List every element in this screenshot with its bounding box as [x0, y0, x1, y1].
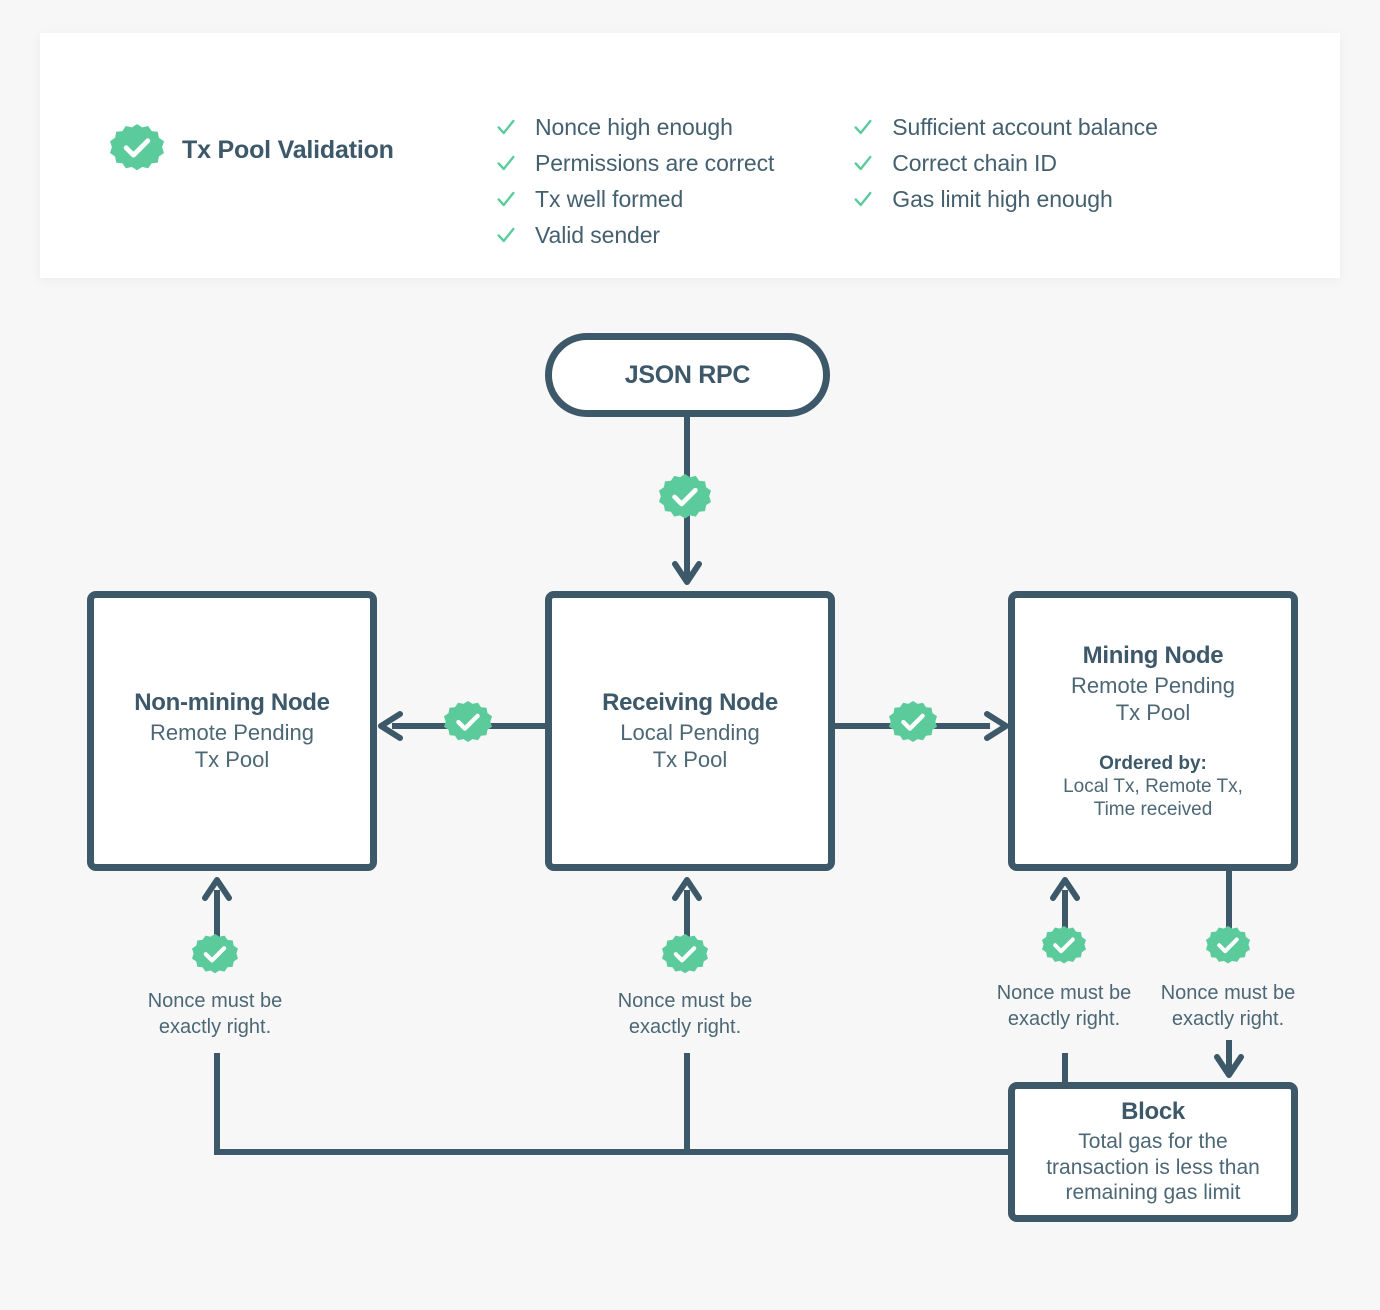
check-icon — [497, 227, 515, 243]
list-item: Correct chain ID — [852, 149, 1158, 177]
arrowhead-left-icon — [378, 711, 403, 741]
node-title: Block — [1121, 1098, 1185, 1126]
connector-mining-to-block-lower — [1226, 1040, 1232, 1070]
node-ordered-by-title: Ordered by: — [1099, 752, 1207, 774]
connector-bus-to-non-mining-lower — [214, 1053, 220, 1153]
node-ordered-by-list: Local Tx, Remote Tx,Time received — [1063, 775, 1243, 820]
arrowhead-up-icon — [672, 877, 702, 901]
list-item: Sufficient account balance — [852, 113, 1158, 141]
check-seal-icon — [192, 933, 238, 979]
list-item: Tx well formed — [495, 185, 774, 213]
list-item-label: Permissions are correct — [535, 149, 775, 176]
list-item-label: Gas limit high enough — [892, 185, 1113, 212]
connector-block-return-bus — [214, 1149, 1014, 1155]
list-item-label: Tx well formed — [535, 185, 684, 212]
list-item-label: Sufficient account balance — [892, 113, 1158, 140]
check-icon — [497, 155, 515, 171]
connector-bus-to-receiving-lower — [684, 1053, 690, 1153]
connector-mining-to-block-upper — [1226, 871, 1232, 939]
node-title: Non-mining Node — [134, 688, 330, 716]
validation-column-2: Sufficient account balance Correct chain… — [852, 113, 1158, 249]
list-item-label: Correct chain ID — [892, 149, 1057, 176]
list-item-label: Valid sender — [535, 221, 660, 248]
list-item: Nonce high enough — [495, 113, 774, 141]
check-seal-icon — [1206, 925, 1250, 969]
check-icon — [854, 155, 872, 171]
check-seal-icon — [444, 700, 492, 748]
node-json-rpc[interactable]: JSON RPC — [545, 333, 830, 417]
node-title: Mining Node — [1082, 642, 1224, 669]
list-item: Permissions are correct — [495, 149, 774, 177]
node-title: JSON RPC — [624, 360, 751, 389]
check-icon — [854, 191, 872, 207]
check-icon — [497, 191, 515, 207]
connector-bus-to-receiving-upper — [684, 890, 690, 958]
arrowhead-down-icon — [1214, 1054, 1244, 1078]
check-seal-icon — [110, 123, 164, 177]
connector-bus-to-non-mining-upper — [214, 890, 220, 958]
check-icon — [497, 119, 515, 135]
arrowhead-up-icon — [202, 877, 232, 901]
validation-column-1: Nonce high enough Permissions are correc… — [495, 113, 774, 249]
validation-card-header: Tx Pool Validation — [110, 123, 394, 177]
check-seal-icon — [659, 473, 711, 525]
arrowhead-right-icon — [984, 711, 1009, 741]
connector-bus-to-mining-upper — [1062, 890, 1068, 958]
list-item-label: Nonce high enough — [535, 113, 733, 140]
node-title: Receiving Node — [602, 688, 778, 716]
check-icon — [854, 119, 872, 135]
validation-checklist: Nonce high enough Permissions are correc… — [495, 113, 1158, 249]
list-item: Gas limit high enough — [852, 185, 1158, 213]
validation-card-title: Tx Pool Validation — [182, 135, 394, 164]
check-seal-icon — [662, 933, 708, 979]
list-item: Valid sender — [495, 221, 774, 249]
arrowhead-down-icon — [672, 561, 702, 585]
tx-pool-validation-card: Tx Pool Validation Nonce high enough Per… — [40, 33, 1340, 278]
check-seal-icon — [889, 700, 937, 748]
arrowhead-up-icon — [1050, 877, 1080, 901]
check-seal-icon — [1042, 925, 1086, 969]
